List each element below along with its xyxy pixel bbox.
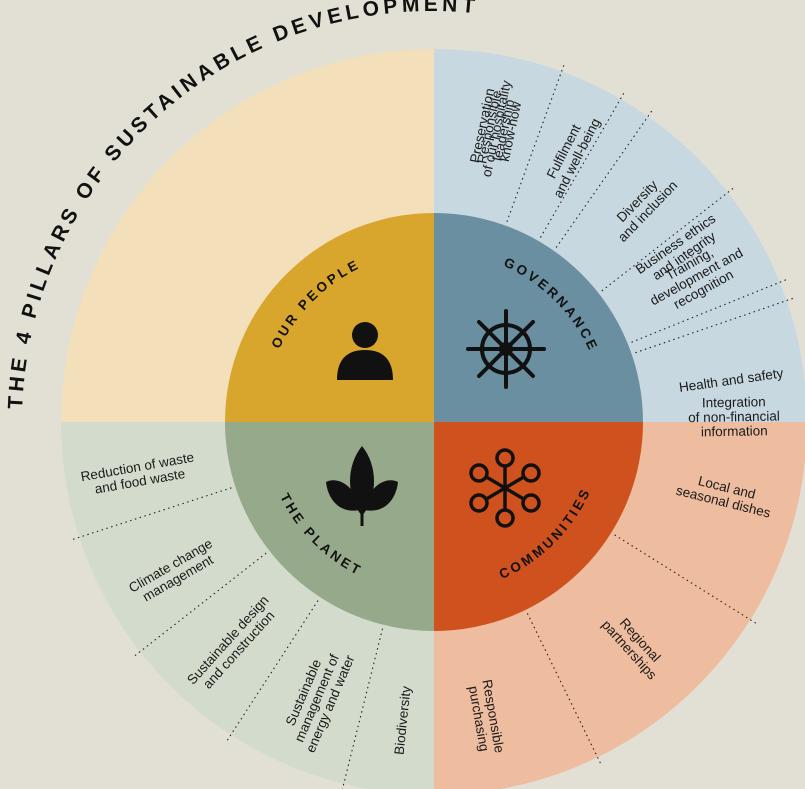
segment-label-governance: Integrationof non-financialinformation xyxy=(688,394,780,440)
segment-label-line: Biodiversity xyxy=(392,685,414,755)
ship-wheel-icon xyxy=(466,309,546,389)
planet-inner-quadrant xyxy=(225,422,434,631)
segment-dividers xyxy=(69,61,797,789)
person-icon xyxy=(337,322,393,380)
leaves-icon xyxy=(326,446,398,526)
segment-divider xyxy=(224,600,319,744)
segment-divider xyxy=(614,534,760,626)
segment-divider xyxy=(601,185,737,292)
segment-label-people: Preservationof our hospitalityknow-how xyxy=(465,76,529,182)
segment-label-line: of non-financial xyxy=(688,409,780,426)
segment-divider xyxy=(69,487,232,541)
network-nodes-icon xyxy=(469,448,541,528)
segment-divider xyxy=(131,552,267,659)
segment-label-planet: Biodiversity xyxy=(392,685,414,755)
segment-label-line: Integration xyxy=(702,394,766,410)
segment-label-line: information xyxy=(701,423,768,439)
